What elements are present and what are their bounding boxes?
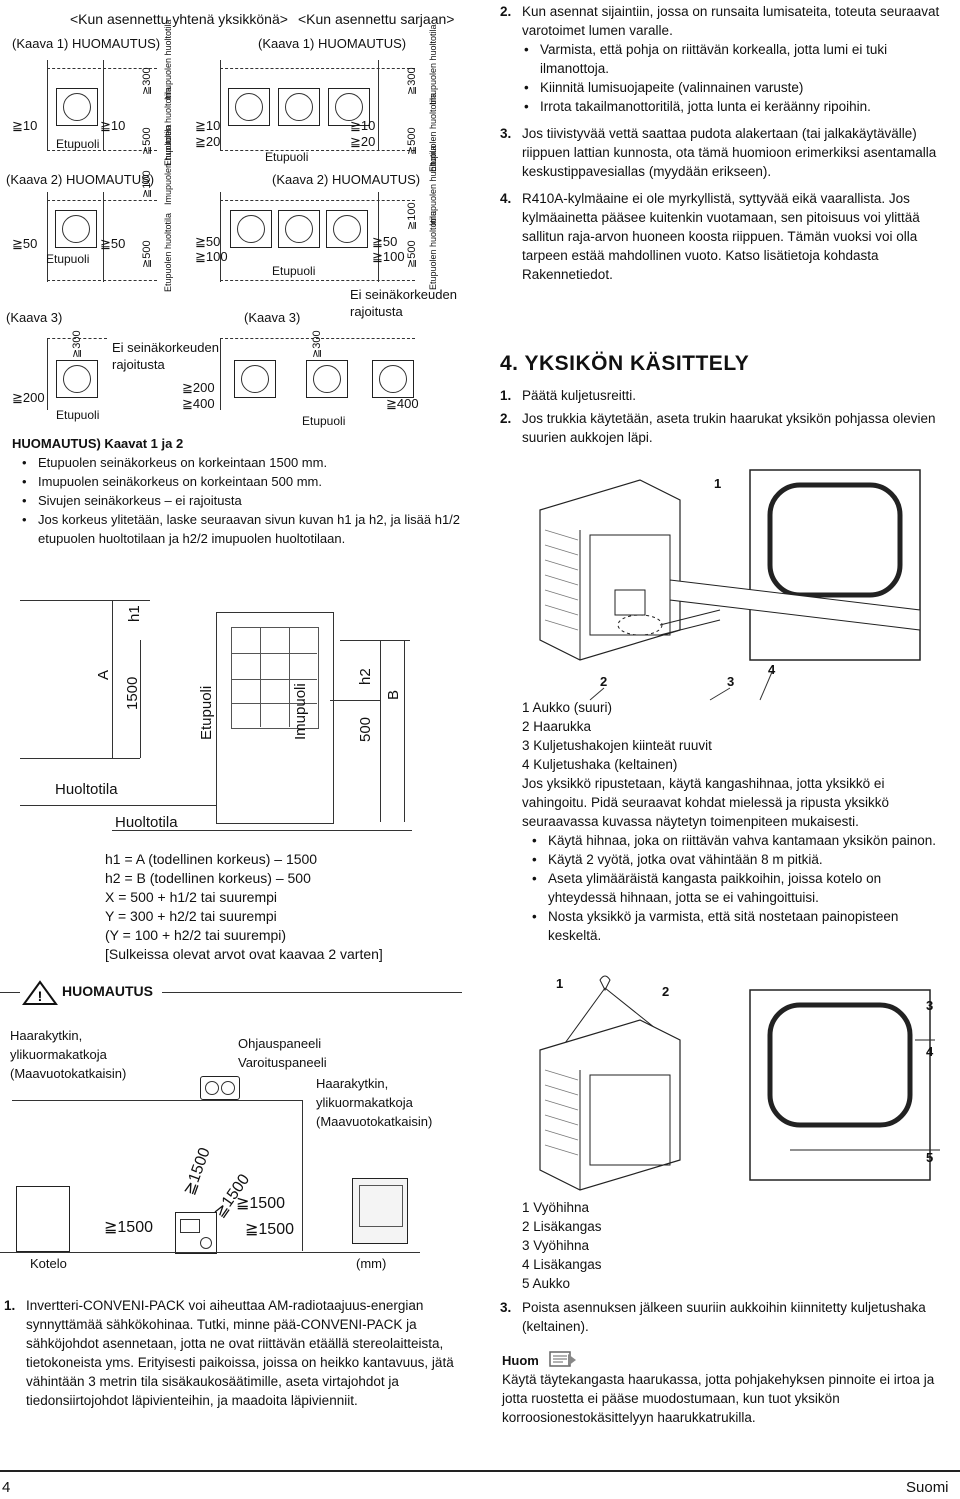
control-panel [175, 1212, 217, 1254]
warning-label: HUOMAUTUS [62, 983, 153, 999]
note-item: Jos korkeus ylitetään, laske seuraavan s… [12, 510, 462, 548]
fig1-callout-2: 2 [600, 674, 608, 689]
kaava3-right: (Kaava 3) [244, 310, 301, 325]
forklift-figure [539, 469, 921, 661]
kaava2-left: (Kaava 2) HUOMAUTUS) [6, 172, 155, 187]
legend-hanging: 1 Vyöhihna 2 Lisäkangas 3 Vyöhihna 4 Lis… [522, 1200, 602, 1291]
unit-side [216, 612, 334, 824]
fig2-callout-5: 5 [926, 1150, 934, 1165]
fig1-callout-3: 3 [727, 674, 735, 689]
branch-switch-2: Haarakytkin, ylikuormakatkoja (Maavuotok… [316, 1076, 433, 1129]
section-heading: 4. YKSIKÖN KÄSITTELY [500, 352, 750, 375]
right-column-top: 2. Kun asennat sijaintiin, jossa on runs… [500, 2, 948, 284]
note-header: Huom [502, 1351, 576, 1370]
fig2-callout-2: 2 [662, 984, 670, 999]
casing [16, 1186, 70, 1252]
note-item: Imupuolen seinäkorkeus on korkeintaan 50… [12, 472, 462, 491]
note-heading: HUOMAUTUS) Kaavat 1 ja 2 [12, 436, 184, 451]
outdoor-unit-small [352, 1178, 408, 1244]
fig2-callout-3: 3 [926, 998, 934, 1013]
kaava1-right: (Kaava 1) HUOMAUTUS) [258, 36, 407, 51]
kaava2-right: (Kaava 2) HUOMAUTUS) [272, 172, 421, 187]
casing-label: Kotelo [30, 1256, 67, 1271]
language-label: Suomi [906, 1479, 949, 1496]
hanging-figure [539, 975, 940, 1191]
svg-text:!: ! [38, 988, 43, 1004]
fig1-callout-1: 1 [714, 476, 722, 491]
page-number: 4 [2, 1479, 11, 1496]
note-label: Huom [502, 1353, 539, 1368]
series-title: <Kun asennettu sarjaan> [298, 11, 455, 27]
unit-mm: (mm) [356, 1256, 387, 1271]
note-item: Etupuolen seinäkorkeus on korkeintaan 15… [12, 453, 462, 472]
note-block: HUOMAUTUS) Kaavat 1 ja 2 Etupuolen seinä… [12, 434, 462, 548]
note-item: Sivujen seinäkorkeus – ei rajoitusta [12, 491, 462, 510]
warning-icon: ! [22, 980, 58, 1005]
legend-forklift: 1 Aukko (suuri) 2 Haarukka 3 Kuljetushak… [522, 698, 952, 945]
kaava3-left: (Kaava 3) [6, 310, 63, 325]
kaava1-left: (Kaava 1) HUOMAUTUS) [12, 36, 161, 51]
fig2-callout-1: 1 [556, 976, 564, 991]
callout-lines [589, 671, 773, 701]
control-panel-label: Ohjauspaneeli Varoituspaneeli [238, 1036, 327, 1070]
handling-steps: 1. Päätä kuljetusreitti. 2. Jos trukkia … [500, 388, 936, 445]
note-icon [549, 1351, 576, 1367]
step-3: 3. Poista asennuksen jälkeen suuriin auk… [500, 1300, 926, 1334]
fig2-callout-4: 4 [926, 1044, 934, 1059]
outdoor-unit [56, 88, 98, 126]
huoltotila-left: Huoltotila [55, 781, 118, 798]
single-unit-title: <Kun asennettu yhtenä yksikkönä> [70, 11, 288, 27]
huoltotila-right: Huoltotila [115, 814, 178, 831]
note-text: Käytä täytekangasta haarukassa, jotta po… [502, 1372, 935, 1425]
fig1-callout-4: 4 [768, 662, 776, 677]
formula-list: h1 = A (todellinen korkeus) – 1500 h2 = … [105, 851, 383, 962]
branch-switch-1: Haarakytkin, ylikuormakatkoja (Maavuotok… [10, 1028, 127, 1081]
left-item-1: 1. Invertteri-CONVENI-PACK voi aiheuttaa… [4, 1298, 454, 1408]
